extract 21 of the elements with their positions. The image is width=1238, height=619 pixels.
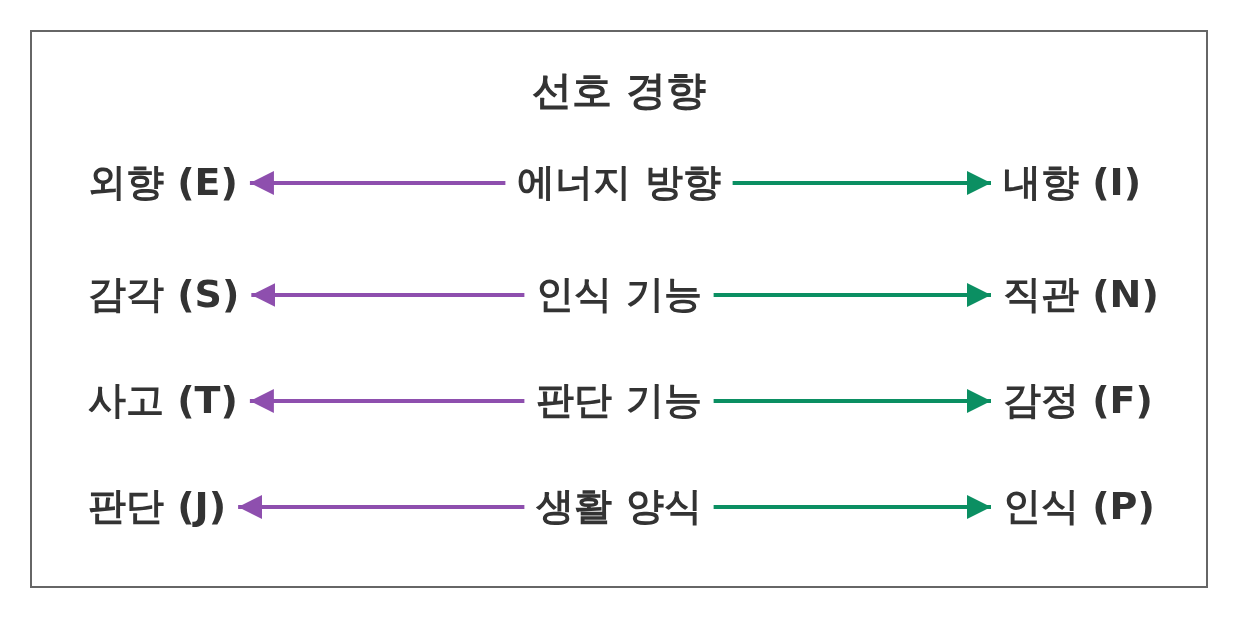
preference-label: 사고 (T) [88,379,238,423]
arrow [732,171,991,195]
arrow [238,495,525,519]
dimension-label: 에너지 방향 [517,161,721,205]
arrow [249,171,506,195]
preference-label: 인식 (P) [1003,485,1155,529]
preference-label: 판단 (J) [88,485,227,529]
arrow [713,389,991,413]
dimension-label: 인식 기능 [536,273,702,317]
dimension-label: 생활 양식 [536,485,702,529]
arrow [249,389,525,413]
arrow [713,495,991,519]
arrow [251,283,525,307]
preference-label: 외향 (E) [88,161,238,205]
preference-label: 감정 (F) [1003,379,1153,423]
preference-label: 직관 (N) [1003,273,1159,317]
dimension-label: 판단 기능 [536,379,702,423]
diagram-title: 선호 경향 [532,70,706,110]
preference-label: 내향 (I) [1003,161,1142,205]
arrow [713,283,991,307]
preference-label: 감각 (S) [88,273,240,317]
